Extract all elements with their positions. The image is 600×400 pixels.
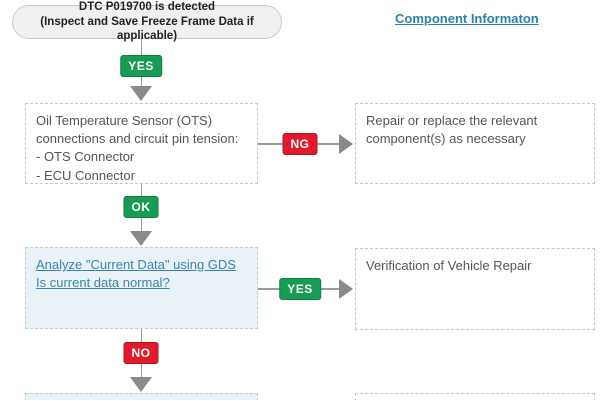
start-node: DTC P019700 is detected (Inspect and Sav… (12, 1, 282, 42)
start-node-line2: (Inspect and Save Freeze Frame Data if a… (40, 15, 254, 43)
arrow-down-icon (130, 377, 152, 392)
step1-result-node: Repair or replace the relevant component… (355, 103, 595, 184)
next-step-node-right-partial (355, 393, 595, 400)
step2-link-line2[interactable]: Is current data normal? (36, 275, 170, 291)
step1-result-text: Repair or replace the relevant component… (366, 113, 538, 147)
ok-badge: OK (123, 196, 159, 218)
step2-result-text: Verification of Vehicle Repair (366, 258, 532, 273)
step2-node[interactable]: Analyze "Current Data" using GDS Is curr… (25, 247, 258, 329)
component-information-link[interactable]: Component Informaton (395, 11, 539, 26)
yes-badge-mid: YES (279, 278, 321, 300)
arrow-right-icon (339, 134, 353, 154)
step1-line3: - OTS Connector (36, 149, 135, 165)
no-badge: NO (123, 342, 159, 364)
step1-line4: - ECU Connector (36, 167, 135, 183)
step1-line2: connections and circuit pin tension: (36, 131, 239, 147)
next-step-node-left-partial (25, 393, 258, 400)
arrow-right-icon (339, 279, 353, 299)
step1-line1: Oil Temperature Sensor (OTS) (36, 113, 213, 128)
arrow-down-icon (130, 231, 152, 246)
step2-result-node: Verification of Vehicle Repair (355, 248, 595, 330)
step1-node: Oil Temperature Sensor (OTS) connections… (25, 103, 258, 184)
step2-link-line1[interactable]: Analyze "Current Data" using GDS (36, 257, 236, 272)
start-node-line1: DTC P019700 is detected (78, 1, 216, 14)
yes-badge-top: YES (120, 55, 162, 77)
ng-badge: NG (282, 133, 318, 155)
arrow-down-icon (130, 86, 152, 101)
